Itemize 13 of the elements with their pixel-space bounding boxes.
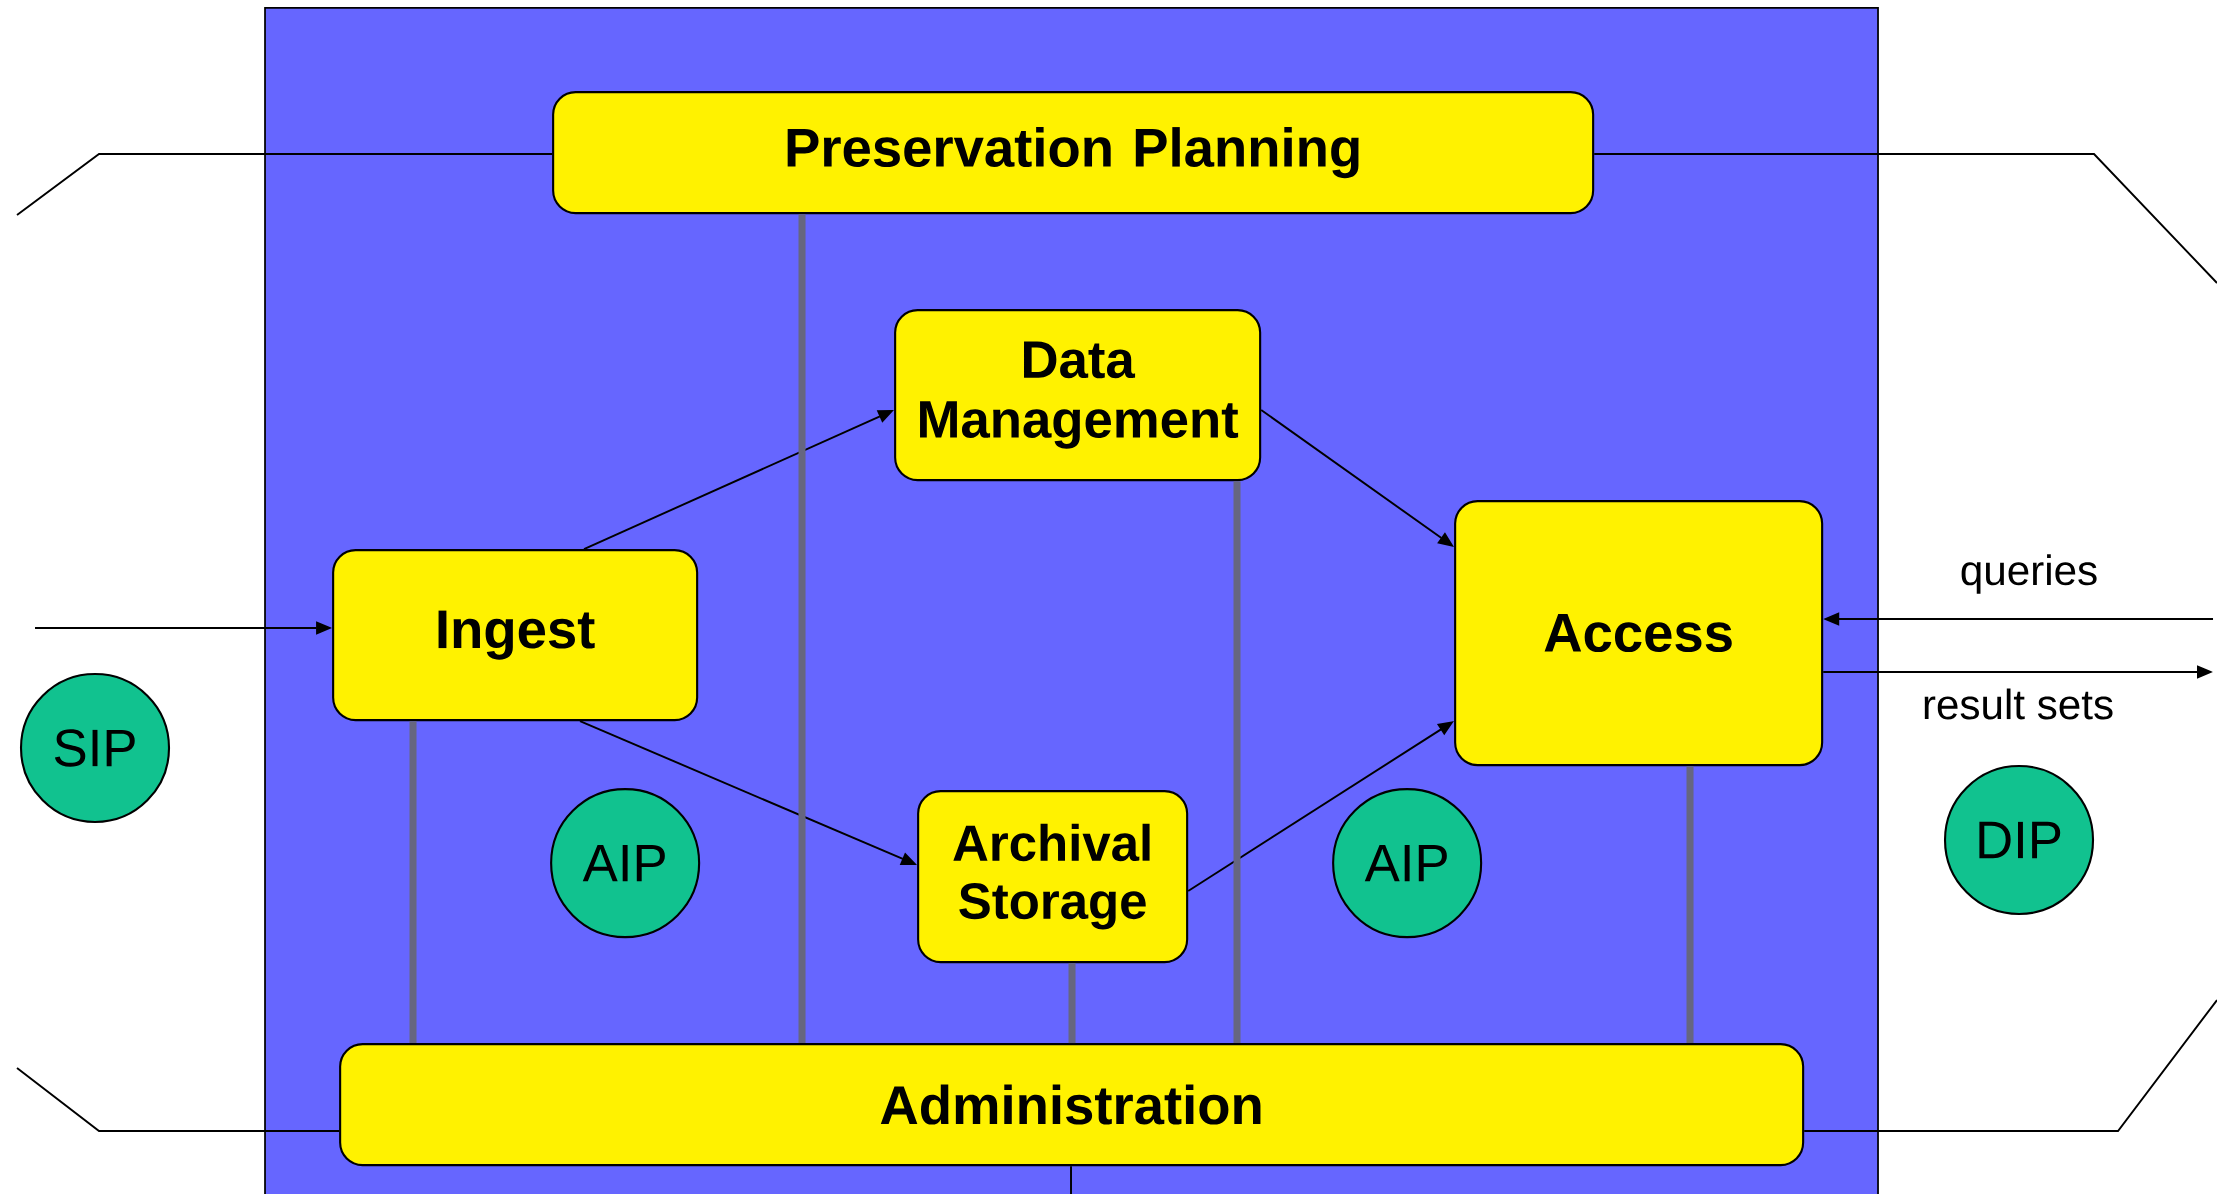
edge-label: result sets — [1920, 686, 2116, 722]
boundary-line — [1070, 1165, 1072, 1194]
function-box: Ingest — [332, 549, 699, 722]
edge-label: queries — [1958, 552, 2100, 596]
boundary-line — [16, 1067, 341, 1132]
boundary-line — [1803, 999, 2217, 1132]
function-box: Preservation Planning — [552, 91, 1595, 215]
boundary-line — [16, 153, 554, 216]
function-box: Data Management — [894, 309, 1262, 482]
function-box: Access — [1454, 500, 1824, 767]
function-box: Archival Storage — [917, 790, 1189, 964]
function-box: Administration — [339, 1043, 1805, 1167]
boundary-line — [1593, 153, 2217, 284]
